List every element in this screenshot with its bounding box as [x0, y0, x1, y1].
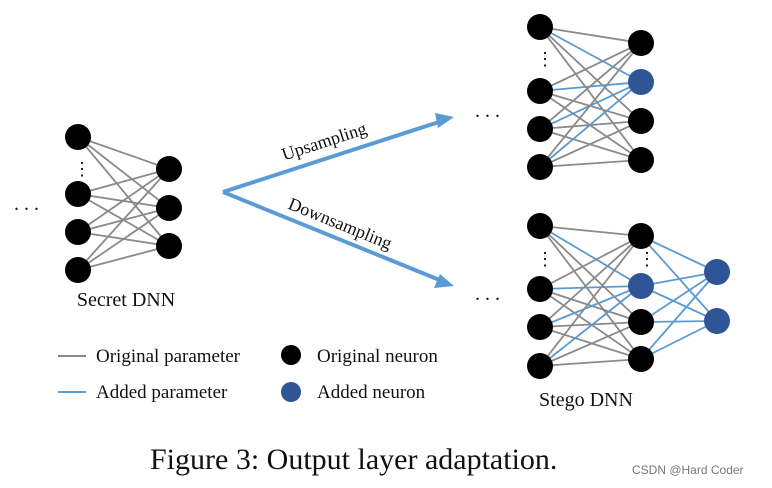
- upsampling-original-output-neuron: [628, 108, 654, 134]
- upsampling-arrow-line: [222, 119, 443, 194]
- upsampling-added-parameter: [539, 81, 642, 168]
- downsampling-original-parameter: [539, 225, 642, 237]
- upsampling-original-output-neuron: [628, 30, 654, 56]
- downsampling-added-parameter: [539, 285, 642, 328]
- downsampling-hidden-vertical-ellipsis: ⋮: [638, 249, 656, 269]
- upsampling-added-parameter: [539, 26, 642, 83]
- downsampling-dnn-neurons: [527, 213, 730, 379]
- original-neuron-legend-label: Original neuron: [317, 346, 438, 367]
- added-neuron-legend-dot: [281, 382, 301, 402]
- downsampling-original-parameter: [539, 225, 642, 323]
- stego-dnn-label: Stego DNN: [539, 389, 633, 411]
- downsampling-arrowhead: [434, 274, 454, 288]
- downsampling-original-input-neuron: [527, 353, 553, 379]
- upsampling-arrowhead: [435, 113, 454, 128]
- secret-dnn-original-parameter: [77, 168, 170, 271]
- secret-dnn-connections: [77, 136, 170, 271]
- downsampling-added-hidden-neuron: [628, 273, 654, 299]
- upsampling-dnn-neurons: [527, 14, 654, 180]
- secret-dnn-original-neuron: [65, 219, 91, 245]
- downsampling-added-output-parameter: [640, 285, 718, 322]
- downsampling-arrow-line: [222, 190, 443, 283]
- downsampling-original-parameter: [539, 235, 642, 328]
- added-parameter-legend-label: Added parameter: [96, 382, 228, 403]
- downsampling-original-input-neuron: [527, 213, 553, 239]
- downsampling-original-parameter: [539, 288, 642, 323]
- upsampling-added-output-neuron: [628, 69, 654, 95]
- upsampling-original-input-neuron: [527, 116, 553, 142]
- upsampling-original-parameter: [539, 26, 642, 122]
- network-connections: [77, 26, 718, 367]
- network-neurons: [65, 14, 730, 379]
- upsampling-original-parameter: [539, 42, 642, 130]
- downsampling-continuation-ellipsis: . . .: [475, 283, 500, 305]
- downsampling-original-parameter: [539, 358, 642, 367]
- upsampling-dnn-connections: [539, 26, 642, 168]
- downsampling-input-vertical-ellipsis: ⋮: [536, 249, 554, 269]
- added-neuron-legend-label: Added neuron: [317, 382, 426, 403]
- downsampling-original-hidden-neuron: [628, 309, 654, 335]
- secret-dnn-original-neuron: [65, 181, 91, 207]
- downsampling-added-parameter: [539, 225, 642, 287]
- vertical-ellipses: ⋮ ⋮ ⋮ ⋮: [73, 49, 656, 269]
- secret-dnn-original-parameter: [77, 136, 170, 247]
- upsampling-original-input-neuron: [527, 78, 553, 104]
- secret-dnn-original-parameter: [77, 207, 170, 271]
- figure-caption: Figure 3: Output layer adaptation.: [150, 443, 558, 476]
- upsampling-original-input-neuron: [527, 14, 553, 40]
- upsampling-original-parameter: [539, 42, 642, 168]
- downsampling-original-parameter: [539, 225, 642, 360]
- secret-dnn-vertical-ellipsis: ⋮: [73, 159, 91, 179]
- network-labels: Secret DNN Stego DNN: [77, 289, 633, 411]
- downsampling-added-output-parameter: [640, 271, 718, 323]
- downsampling-original-input-neuron: [527, 276, 553, 302]
- downsampling-added-parameter: [539, 285, 642, 290]
- secret-dnn-output-neuron: [156, 195, 182, 221]
- downsampling-original-parameter: [539, 235, 642, 367]
- downsampling-original-hidden-neuron: [628, 223, 654, 249]
- secret-dnn-label: Secret DNN: [77, 289, 175, 311]
- downsampling-added-output-parameter: [640, 271, 718, 360]
- secret-dnn-original-parameter: [77, 136, 170, 170]
- secret-dnn-original-parameter: [77, 168, 170, 233]
- upsampling-continuation-ellipsis: . . .: [475, 100, 500, 122]
- downsampling-original-parameter: [539, 235, 642, 290]
- downsampling-added-output-parameter: [640, 235, 718, 273]
- downsampling-added-output-neuron: [704, 259, 730, 285]
- secret-dnn-original-parameter: [77, 136, 170, 209]
- secret-dnn-original-neuron: [65, 257, 91, 283]
- secret-dnn-original-parameter: [77, 168, 170, 195]
- downsampling-added-parameter: [539, 285, 642, 367]
- upsampling-original-parameter: [539, 26, 642, 44]
- downsampling-added-output-neuron: [704, 308, 730, 334]
- upsampling-original-input-neuron: [527, 154, 553, 180]
- downsampling-dnn-connections: [539, 225, 718, 367]
- secret-dnn-original-neuron: [65, 124, 91, 150]
- upsampling-original-parameter: [539, 159, 642, 168]
- downsampling-original-parameter: [539, 321, 642, 328]
- original-parameter-legend-label: Original parameter: [96, 346, 241, 367]
- secret-dnn-output-neuron: [156, 156, 182, 182]
- secret-dnn-output-neuron: [156, 233, 182, 259]
- upsampling-original-parameter: [539, 42, 642, 92]
- secret-dnn-continuation-ellipsis: . . .: [14, 193, 39, 215]
- adaptation-arrows: Upsampling Downsampling: [222, 113, 454, 288]
- upsampling-original-parameter: [539, 26, 642, 161]
- downsampling-original-input-neuron: [527, 314, 553, 340]
- csdn-watermark: CSDN @Hard Coder: [632, 463, 744, 477]
- continuation-ellipses: . . . . . . . . .: [14, 100, 500, 305]
- upsampling-original-output-neuron: [628, 147, 654, 173]
- upsampling-original-parameter: [539, 120, 642, 168]
- original-neuron-legend-dot: [281, 345, 301, 365]
- downsampling-added-output-parameter: [640, 320, 718, 360]
- legend: Original parameter Added parameter Origi…: [58, 345, 438, 403]
- secret-dnn-original-parameter: [77, 245, 170, 271]
- downsampling-original-parameter: [539, 321, 642, 367]
- upsampling-vertical-ellipsis: ⋮: [536, 49, 554, 69]
- downsampling-original-parameter: [539, 326, 642, 360]
- secret-dnn-neurons: [65, 124, 182, 283]
- downsampling-original-hidden-neuron: [628, 346, 654, 372]
